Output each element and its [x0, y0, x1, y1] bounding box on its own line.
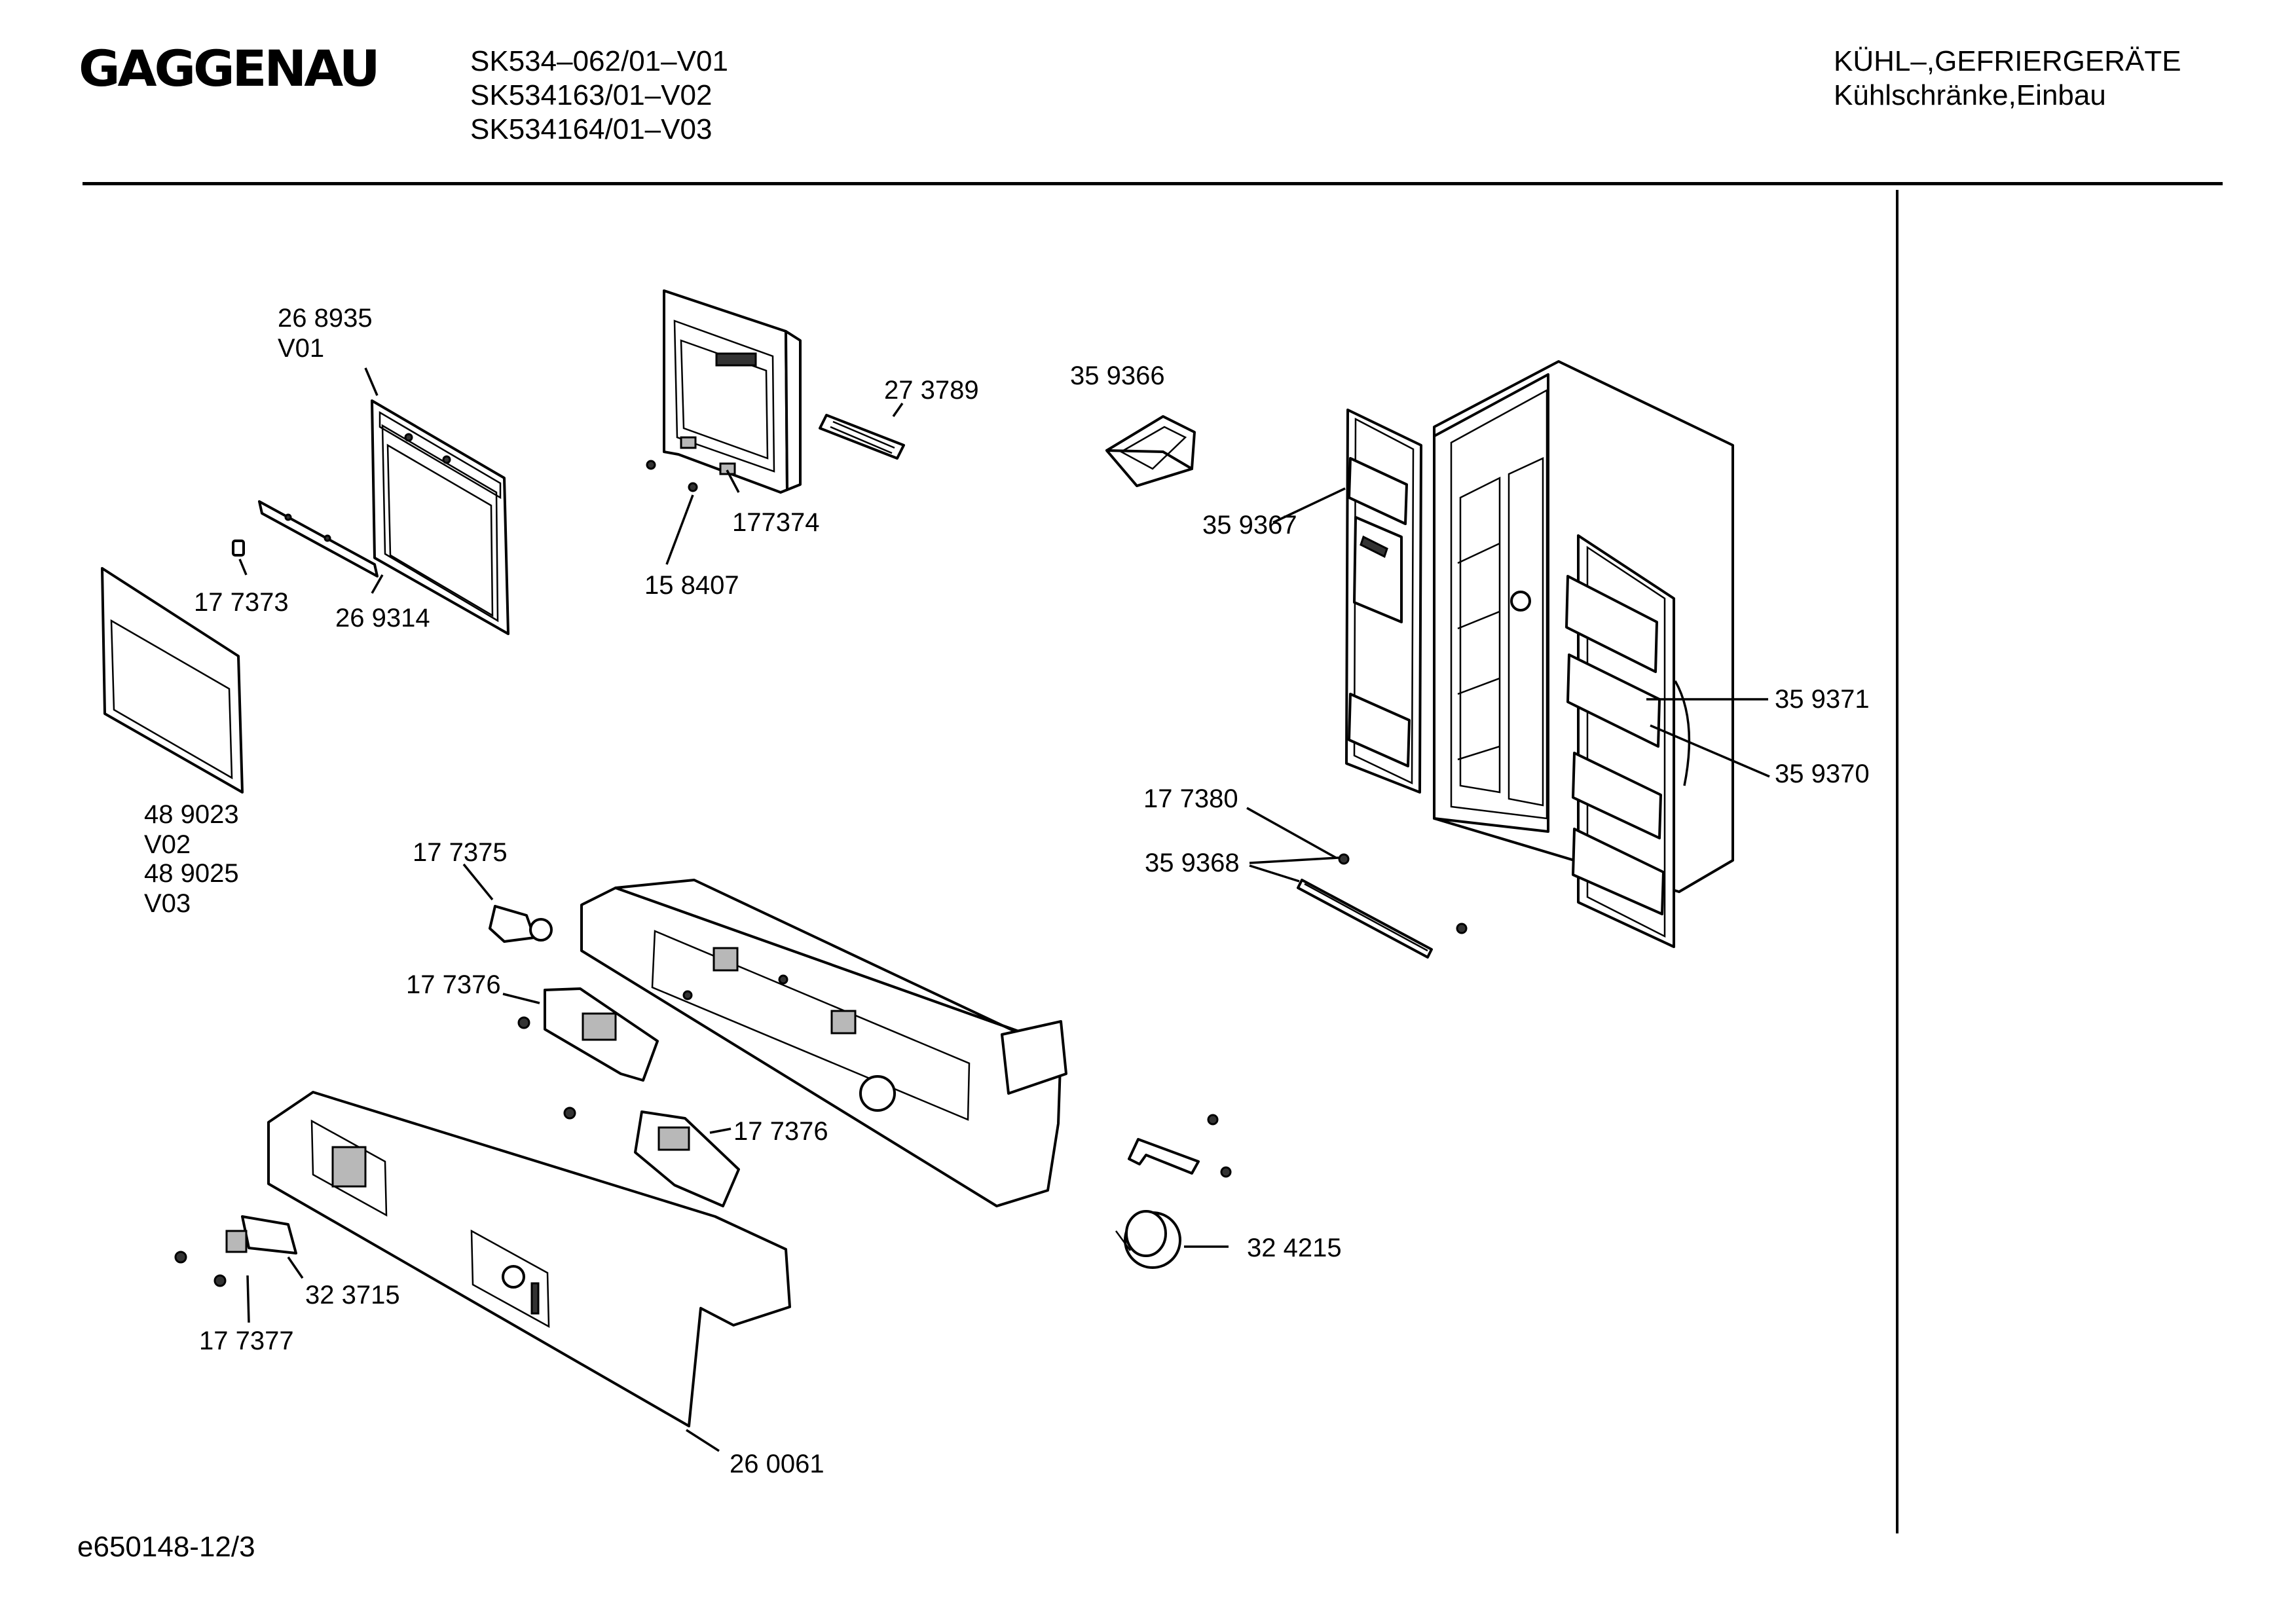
control-housing [580, 879, 1067, 1207]
leader-lines [238, 367, 1770, 1452]
part-label: 48 9023 [144, 800, 239, 829]
variant-label: V03 [144, 889, 191, 918]
part-label: 26 0061 [730, 1450, 824, 1478]
part-label: 48 9025 [144, 859, 239, 888]
right-margin-divider [1896, 190, 1898, 1533]
freezer-door [1345, 409, 1422, 794]
screw [646, 460, 656, 470]
part-label: 17 7376 [406, 970, 501, 999]
category-subtitle: Kühlschränke,Einbau [1834, 79, 2106, 111]
screw [174, 1251, 187, 1264]
screw [688, 482, 698, 492]
part-label: 35 9367 [1202, 511, 1297, 540]
category-block: KÜHL–,GEFRIERGERÄTE Kühlschränke,Einbau [1834, 45, 2181, 113]
lamp-cover [1115, 1210, 1181, 1269]
ice-container [1105, 415, 1196, 487]
screw [213, 1274, 227, 1287]
part-label: 17 7377 [199, 1327, 294, 1355]
part-label: 35 9371 [1775, 685, 1870, 714]
brand-logo: GAGGENAU [79, 39, 380, 98]
drip-grille [819, 414, 905, 460]
part-label: 15 8407 [644, 571, 739, 600]
dispenser-housing [663, 289, 802, 494]
front-panel-frame [371, 399, 509, 635]
trim-strip [258, 500, 379, 577]
part-label: 35 9366 [1070, 361, 1165, 390]
part-label: 17 7373 [194, 588, 289, 617]
part-label: 27 3789 [884, 376, 979, 405]
model-list: SK534–062/01–V01 SK534163/01–V02 SK53416… [470, 45, 728, 147]
part-label: 17 7375 [413, 838, 508, 867]
small-clip [232, 540, 245, 557]
bracket [1128, 1114, 1232, 1178]
category-title: KÜHL–,GEFRIERGERÄTE [1834, 45, 2181, 77]
variant-label: V01 [278, 334, 325, 363]
part-label: 32 3715 [305, 1281, 400, 1310]
part-label: 32 4215 [1247, 1234, 1342, 1262]
screw [1456, 923, 1468, 934]
part-label: 177374 [732, 508, 820, 537]
part-label: 26 8935 [278, 304, 373, 333]
switch [225, 1215, 297, 1255]
header-divider [83, 182, 2223, 185]
decor-panel [101, 567, 244, 794]
screw [1338, 853, 1350, 865]
part-label: 35 9368 [1145, 849, 1240, 877]
thermostat [563, 1107, 740, 1207]
model-number: SK534164/01–V03 [470, 113, 713, 145]
part-label: 26 9314 [335, 604, 430, 632]
fridge-door [1565, 534, 1691, 948]
bottom-grille [1297, 879, 1433, 959]
part-label: 17 7380 [1143, 784, 1238, 813]
model-number: SK534–062/01–V01 [470, 45, 728, 77]
model-number: SK534163/01–V02 [470, 79, 713, 111]
part-label: 35 9370 [1775, 760, 1870, 788]
part-label: 17 7376 [733, 1117, 828, 1146]
damper-motor [489, 905, 553, 943]
lower-cover-plate [267, 1091, 791, 1427]
variant-label: V02 [144, 830, 191, 859]
thermostat [517, 987, 659, 1082]
drawing-id: e650148-12/3 [77, 1531, 255, 1563]
